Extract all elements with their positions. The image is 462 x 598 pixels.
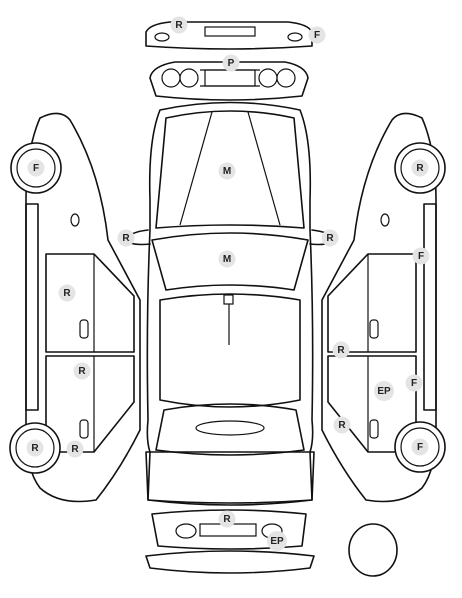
damage-badge-left-front-door-R[interactable]: R — [73, 362, 91, 380]
damage-badge-circle — [333, 416, 351, 434]
damage-badge-label: M — [223, 166, 231, 177]
damage-badge-roof-M[interactable]: M — [218, 162, 236, 180]
damage-badge-front-bumper-EP[interactable]: EP — [267, 531, 287, 551]
damage-badge-right-pillar-R[interactable]: R — [332, 341, 350, 359]
damage-badge-circle — [332, 341, 350, 359]
damage-badge-circle — [218, 162, 236, 180]
damage-badge-label: EP — [377, 386, 391, 397]
damage-badge-label: F — [411, 378, 417, 389]
damage-badge-circle — [222, 54, 240, 72]
damage-badge-label: R — [338, 420, 346, 431]
damage-badge-front-grille-R[interactable]: R — [218, 510, 236, 528]
damage-badge-circle — [66, 440, 84, 458]
damage-badge-circle — [374, 381, 394, 401]
damage-badge-right-fender-F[interactable]: F — [412, 247, 430, 265]
rear-panel[interactable] — [149, 61, 309, 101]
damage-badges: R F P F R M R R M F R R R EP F R R R F R EP — [26, 16, 430, 551]
damage-badge-circle — [58, 284, 76, 302]
damage-badge-left-sill-R[interactable]: R — [66, 440, 84, 458]
damage-badge-circle — [321, 229, 339, 247]
damage-badge-rear-bumper-R[interactable]: R — [170, 16, 188, 34]
damage-badge-label: F — [314, 30, 320, 41]
damage-badge-left-front-wheel-R[interactable]: R — [26, 439, 44, 457]
damage-badge-label: R — [175, 20, 183, 31]
damage-badge-label: R — [71, 444, 79, 455]
damage-badge-circle — [218, 250, 236, 268]
damage-badge-circle — [27, 159, 45, 177]
damage-badge-circle — [308, 26, 326, 44]
damage-badge-label: R — [326, 233, 334, 244]
damage-badge-circle — [412, 247, 430, 265]
damage-badge-rear-bumper-F[interactable]: F — [308, 26, 326, 44]
damage-badge-circle — [267, 531, 287, 551]
damage-badge-label: EP — [270, 536, 284, 547]
damage-badge-left-rear-wheel-F[interactable]: F — [27, 159, 45, 177]
car-top-body[interactable] — [123, 101, 337, 506]
damage-badge-right-rear-wheel-R[interactable]: R — [411, 159, 429, 177]
damage-badge-right-front-door-F[interactable]: F — [405, 374, 423, 392]
damage-badge-right-front-door-EP[interactable]: EP — [374, 381, 394, 401]
damage-badge-circle — [117, 229, 135, 247]
damage-badge-circle — [73, 362, 91, 380]
damage-badge-circle — [411, 438, 429, 456]
damage-badge-label: R — [416, 163, 424, 174]
damage-badge-label: F — [33, 163, 39, 174]
damage-badge-label: M — [223, 254, 231, 265]
damage-badge-label: F — [417, 442, 423, 453]
damage-badge-circle — [26, 439, 44, 457]
damage-badge-label: R — [31, 443, 39, 454]
damage-badge-right-front-wheel-F[interactable]: F — [411, 438, 429, 456]
spare-wheel[interactable] — [348, 523, 398, 577]
damage-badge-label: R — [223, 514, 231, 525]
damage-badge-circle — [411, 159, 429, 177]
damage-badge-label: R — [337, 345, 345, 356]
damage-badge-rear-panel-P[interactable]: P — [222, 54, 240, 72]
front-bumper[interactable] — [145, 550, 315, 574]
damage-badge-label: F — [418, 251, 424, 262]
damage-badge-right-mirror-R[interactable]: R — [321, 229, 339, 247]
damage-badge-label: P — [228, 58, 235, 69]
damage-badge-left-rear-door-R[interactable]: R — [58, 284, 76, 302]
damage-badge-left-mirror-R[interactable]: R — [117, 229, 135, 247]
damage-badge-right-sill-R[interactable]: R — [333, 416, 351, 434]
damage-badge-label: R — [63, 288, 71, 299]
damage-badge-circle — [405, 374, 423, 392]
damage-badge-hood-M[interactable]: M — [218, 250, 236, 268]
damage-badge-label: R — [122, 233, 130, 244]
damage-badge-circle — [218, 510, 236, 528]
damage-badge-label: R — [78, 366, 86, 377]
damage-badge-circle — [170, 16, 188, 34]
